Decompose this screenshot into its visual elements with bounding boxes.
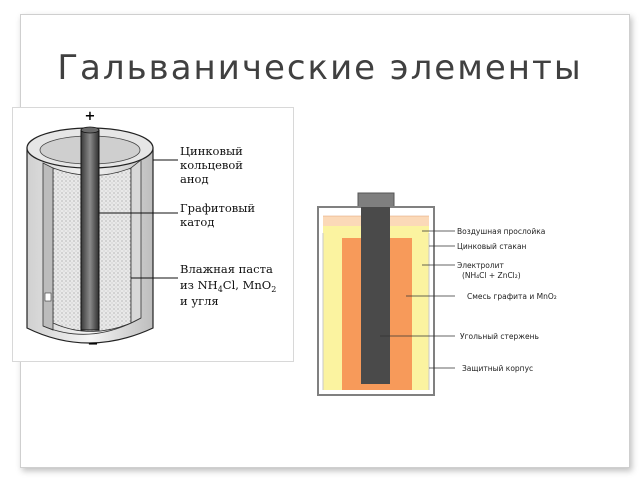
label-graphite-1: Графитовый [180,201,255,215]
cutaway-cell-figure: + − Цинковый кольцевой анод Графитовый к… [12,107,294,362]
label-paste-1: Влажная паста [180,262,273,276]
label-graphite-2: катод [180,215,214,229]
positive-terminal-label: + [85,109,96,124]
schematic-cell-figure: Воздушная прослойка Цинковый стакан Элек… [310,188,590,400]
schematic-cell-drawing: Воздушная прослойка Цинковый стакан Элек… [317,192,557,396]
negative-terminal-label: − [88,337,99,352]
carbon-rod [361,207,390,384]
label-rod: Угольный стержень [460,332,539,341]
label-zinc-anode-1: Цинковый [180,144,243,158]
label-zinc-cup: Цинковый стакан [457,242,527,251]
terminal-cap [357,192,395,208]
graphite-rod [80,129,100,331]
slide-title: Гальванические элементы [57,48,583,88]
cutaway-cell-drawing: + − Цинковый кольцевой анод Графитовый к… [26,109,276,352]
label-case: Защитный корпус [462,364,533,373]
label-electrolyte-2: (NH₄Cl + ZnCl₂) [462,271,521,280]
label-zinc-anode-2: кольцевой [180,158,243,172]
label-zinc-anode-3: анод [180,172,209,186]
label-electrolyte-1: Электролит [457,261,505,270]
label-paste-2: из NH4Cl, MnO2 [180,278,276,294]
zinc-anode [42,162,54,331]
label-air-gap: Воздушная прослойка [457,227,545,236]
label-paste-3: и угля [180,294,219,308]
label-mix: Смесь графита и MnO₂ [467,292,557,301]
